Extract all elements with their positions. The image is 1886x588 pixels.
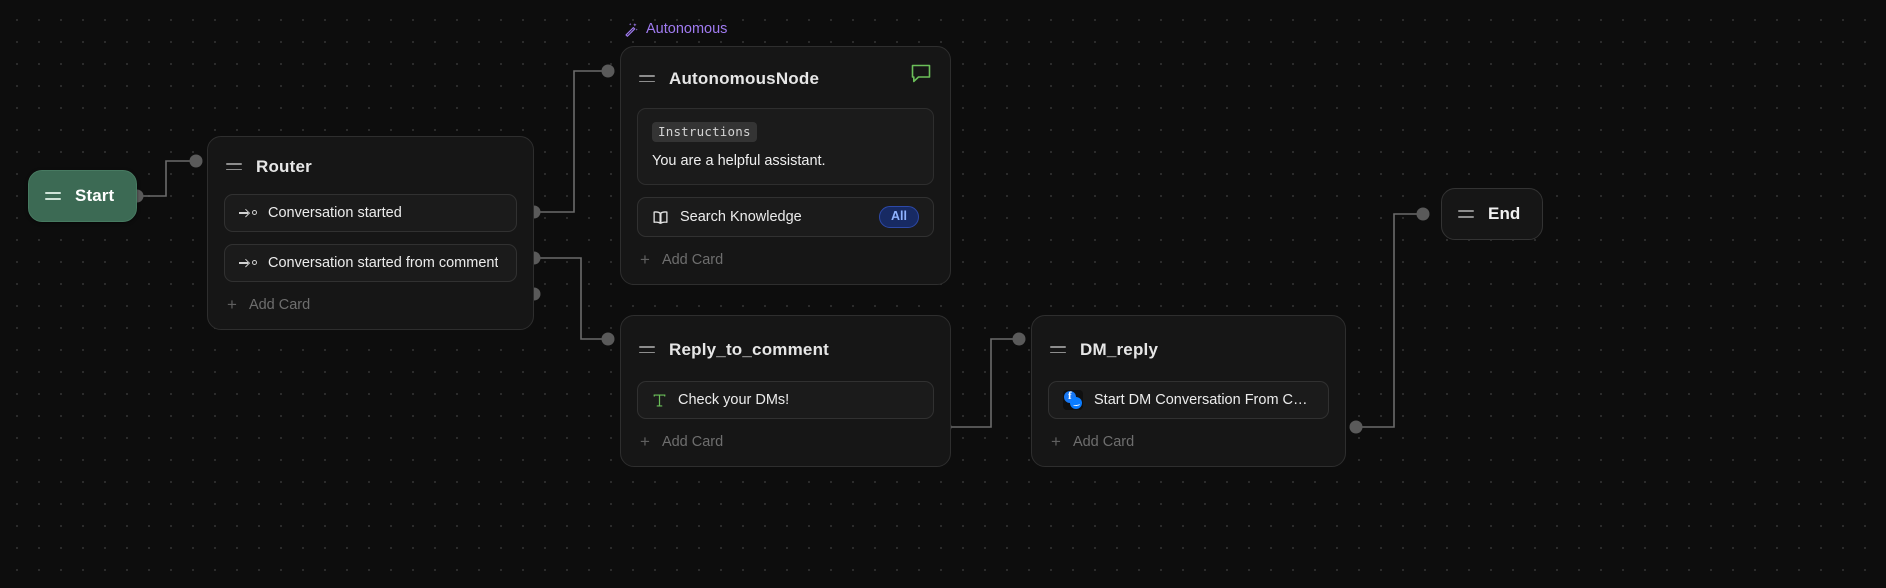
node-reply-to-comment-body: Check your DMs!: [621, 365, 950, 419]
plus-icon: +: [1051, 432, 1061, 451]
node-autonomous-title: AutonomousNode: [669, 68, 820, 88]
drag-handle-icon[interactable]: [1050, 344, 1066, 356]
book-icon: [653, 210, 668, 224]
chat-bubble-icon[interactable]: [910, 63, 932, 85]
route-arrow-icon: [239, 207, 257, 219]
reply-text-card-label: Check your DMs!: [678, 392, 790, 408]
autonomous-group-tag-label: Autonomous: [646, 21, 728, 37]
node-reply-to-comment-title: Reply_to_comment: [669, 339, 830, 359]
reply-add-card-label: Add Card: [661, 433, 724, 450]
drag-handle-icon[interactable]: [226, 161, 242, 173]
node-end-label: End: [1488, 204, 1521, 223]
node-start[interactable]: Start: [28, 170, 138, 222]
edge-router1-to-autonomous: [540, 70, 602, 213]
instructions-card[interactable]: Instructions You are a helpful assistant…: [637, 108, 934, 185]
dm-reply-add-card-label: Add Card: [1072, 433, 1135, 450]
plus-icon: +: [227, 295, 237, 314]
drag-handle-icon[interactable]: [639, 73, 655, 85]
plus-icon: +: [640, 432, 650, 451]
messenger-icon: [1063, 390, 1083, 410]
node-end[interactable]: End: [1441, 188, 1544, 240]
node-router-header[interactable]: Router: [208, 137, 533, 178]
node-dm-reply[interactable]: DM_reply Start DM Conversation From Com.…: [1031, 315, 1346, 467]
node-router[interactable]: Router Conversation started Conversation…: [207, 136, 534, 330]
drag-handle-icon[interactable]: [1458, 208, 1474, 220]
router-add-card-label: Add Card: [248, 296, 311, 313]
reply-add-card-button[interactable]: + Add Card: [621, 419, 950, 466]
node-start-label: Start: [75, 186, 115, 205]
router-card-label: Conversation started: [268, 205, 402, 221]
router-card-conversation-started-from-comment[interactable]: Conversation started from comment: [224, 244, 517, 282]
edge-start-to-router: [137, 160, 190, 197]
drag-handle-icon[interactable]: [639, 344, 655, 356]
node-autonomous[interactable]: AutonomousNode Instructions You are a he…: [620, 46, 951, 285]
drag-handle-icon[interactable]: [45, 190, 61, 202]
port-end-in: [1416, 207, 1430, 221]
node-dm-reply-body: Start DM Conversation From Com...: [1032, 365, 1345, 419]
node-reply-to-comment-header[interactable]: Reply_to_comment: [621, 316, 950, 365]
node-autonomous-body: Instructions You are a helpful assistant…: [621, 92, 950, 237]
autonomous-add-card-label: Add Card: [661, 251, 724, 268]
dm-action-card[interactable]: Start DM Conversation From Com...: [1048, 381, 1329, 419]
port-reply-in: [601, 332, 615, 346]
autonomous-group-tag[interactable]: Autonomous: [624, 21, 727, 37]
edge-reply-to-dmreply: [951, 338, 1013, 428]
router-card-label: Conversation started from comment: [268, 255, 499, 271]
port-dmreply-in: [1012, 332, 1026, 346]
router-add-card-button[interactable]: + Add Card: [208, 282, 533, 329]
port-autonomous-in: [601, 64, 615, 78]
instructions-tag: Instructions: [652, 122, 757, 142]
node-router-body: Conversation started Conversation starte…: [208, 178, 533, 282]
reply-text-card[interactable]: Check your DMs!: [637, 381, 934, 419]
node-reply-to-comment[interactable]: Reply_to_comment Check your DMs! + Add C…: [620, 315, 951, 467]
port-dmreply-out: [1349, 420, 1363, 434]
port-router-in: [189, 154, 203, 168]
autonomous-add-card-button[interactable]: + Add Card: [621, 237, 950, 284]
plus-icon: +: [640, 250, 650, 269]
knowledge-scope-badge[interactable]: All: [879, 206, 919, 228]
dm-action-card-label: Start DM Conversation From Com...: [1094, 392, 1314, 408]
edge-dmreply-to-end: [1362, 213, 1417, 428]
dm-reply-add-card-button[interactable]: + Add Card: [1032, 419, 1345, 466]
node-dm-reply-title: DM_reply: [1080, 339, 1159, 359]
edge-router2-to-reply: [540, 257, 602, 340]
search-knowledge-label: Search Knowledge: [680, 209, 802, 225]
route-arrow-icon: [239, 257, 257, 269]
node-autonomous-header[interactable]: AutonomousNode: [621, 47, 950, 92]
text-type-icon: [653, 393, 666, 407]
router-card-conversation-started[interactable]: Conversation started: [224, 194, 517, 232]
search-knowledge-card[interactable]: Search Knowledge All: [637, 197, 934, 237]
magic-wand-icon: [625, 22, 638, 37]
node-router-title: Router: [256, 156, 312, 176]
instructions-text: You are a helpful assistant.: [652, 153, 826, 169]
node-dm-reply-header[interactable]: DM_reply: [1032, 316, 1345, 365]
